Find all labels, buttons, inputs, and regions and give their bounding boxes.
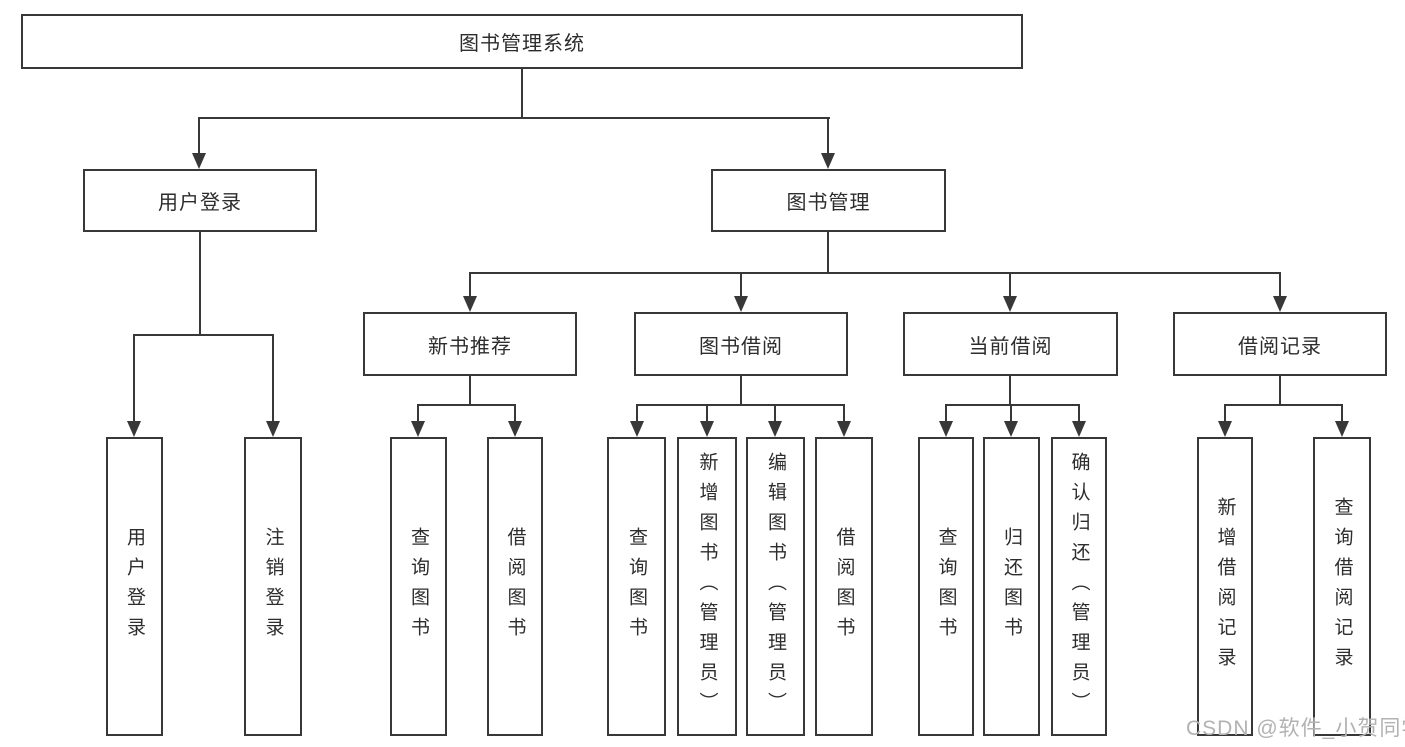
- arrow-to-query-books-a: [411, 421, 425, 437]
- connector-to-borrow-books-b-stem: [843, 404, 845, 421]
- arrow-to-new-books: [463, 296, 477, 312]
- node-current-borrow: 当前借阅: [903, 312, 1118, 376]
- leaf-query-books-b: 查询图书: [607, 437, 666, 736]
- node-user-login: 用户登录: [83, 169, 317, 232]
- connector-root-stem: [521, 69, 523, 118]
- node-book-mgmt-label: 图书管理: [786, 192, 871, 214]
- arrow-to-query-books-b: [630, 421, 644, 437]
- leaf-borrow-books-b: 借阅图书: [815, 437, 873, 736]
- connector-to-borrow-books-a-stem: [514, 404, 516, 421]
- csdn-watermark: CSDN @软件_小贺同学: [1186, 717, 1405, 740]
- node-borrow-records-label: 借阅记录: [1238, 335, 1322, 358]
- arrow-to-borrow-records: [1273, 296, 1287, 312]
- connector-to-current-borrow-stem: [1009, 272, 1011, 296]
- leaf-borrow-books-b-label: 借阅图书: [833, 526, 855, 647]
- node-new-books: 新书推荐: [363, 312, 577, 376]
- leaf-query-books-c-label: 查询图书: [935, 526, 957, 647]
- connector-to-query-record-stem: [1341, 404, 1343, 421]
- connector-to-book-borrow-stem: [740, 272, 742, 296]
- leaf-borrow-books-a: 借阅图书: [487, 437, 543, 736]
- arrow-to-login-leaf: [127, 421, 141, 437]
- connector-book-mgmt-split: [469, 272, 1281, 274]
- arrow-to-book-mgmt: [821, 153, 835, 169]
- connector-borrow-records-split: [1224, 404, 1343, 406]
- arrow-to-logout-leaf: [266, 421, 280, 437]
- arrow-to-book-borrow: [734, 296, 748, 312]
- connector-to-borrow-records-stem: [1279, 272, 1281, 296]
- arrow-to-user-login: [192, 153, 206, 169]
- leaf-query-books-a: 查询图书: [390, 437, 447, 736]
- connector-to-add-book-stem: [706, 404, 708, 421]
- connector-to-user-login-stem: [198, 117, 200, 154]
- leaf-edit-book: 编辑图书（管理员）: [746, 437, 805, 736]
- connector-borrow-records-stem: [1279, 376, 1281, 406]
- connector-new-books-split: [417, 404, 516, 406]
- leaf-confirm-return: 确认归还（管理员）: [1051, 437, 1107, 736]
- connector-current-borrow-stem: [1009, 376, 1011, 406]
- connector-current-borrow-split: [945, 404, 1080, 406]
- connector-user-login-split: [133, 334, 274, 336]
- node-user-login-label: 用户登录: [158, 192, 242, 214]
- connector-to-logout-leaf-stem: [272, 334, 274, 421]
- leaf-add-borrow-record: 新增借阅记录: [1197, 437, 1253, 736]
- leaf-add-book-label: 新增图书（管理员）: [696, 451, 718, 722]
- leaf-query-books-b-label: 查询图书: [626, 526, 647, 647]
- connector-book-mgmt-stem: [827, 232, 829, 274]
- connector-to-query-books-a-stem: [417, 404, 419, 421]
- leaf-confirm-return-label: 确认归还（管理员）: [1068, 451, 1090, 722]
- leaf-return-book: 归还图书: [983, 437, 1040, 736]
- arrow-to-edit-book: [768, 421, 782, 437]
- connector-root-split: [198, 117, 830, 119]
- node-new-books-label: 新书推荐: [428, 335, 512, 358]
- connector-to-add-record-stem: [1224, 404, 1226, 421]
- connector-to-query-books-b-stem: [636, 404, 638, 421]
- node-root-label: 图书管理系统: [459, 33, 585, 55]
- leaf-query-books-c: 查询图书: [918, 437, 974, 736]
- leaf-return-book-label: 归还图书: [1001, 526, 1022, 647]
- node-book-borrow-label: 图书借阅: [699, 335, 783, 358]
- connector-to-login-leaf-stem: [133, 334, 135, 421]
- connector-to-edit-book-stem: [774, 404, 776, 421]
- node-book-mgmt: 图书管理: [711, 169, 946, 232]
- leaf-logout: 注销登录: [244, 437, 302, 736]
- arrow-to-add-book: [700, 421, 714, 437]
- leaf-query-borrow-record: 查询借阅记录: [1313, 437, 1371, 736]
- arrow-to-borrow-books-b: [837, 421, 851, 437]
- connector-book-borrow-stem: [740, 376, 742, 406]
- connector-to-return-book-stem: [1010, 404, 1012, 421]
- connector-to-book-mgmt-stem: [827, 117, 829, 154]
- connector-book-borrow-split: [636, 404, 844, 406]
- connector-to-query-books-c-stem: [945, 404, 947, 421]
- leaf-query-borrow-record-label: 查询借阅记录: [1331, 496, 1353, 677]
- arrow-to-query-record: [1335, 421, 1349, 437]
- arrow-to-query-books-c: [939, 421, 953, 437]
- arrow-to-borrow-books-a: [508, 421, 522, 437]
- leaf-user-login-label: 用户登录: [124, 526, 145, 647]
- node-current-borrow-label: 当前借阅: [968, 335, 1053, 358]
- arrow-to-add-record: [1218, 421, 1232, 437]
- leaf-query-books-a-label: 查询图书: [408, 526, 429, 647]
- connector-to-confirm-return-stem: [1078, 404, 1080, 421]
- leaf-borrow-books-a-label: 借阅图书: [504, 526, 526, 647]
- leaf-add-book: 新增图书（管理员）: [677, 437, 737, 736]
- leaf-edit-book-label: 编辑图书（管理员）: [765, 451, 786, 722]
- arrow-to-return-book: [1004, 421, 1018, 437]
- connector-new-books-stem: [469, 376, 471, 406]
- leaf-add-borrow-record-label: 新增借阅记录: [1214, 496, 1236, 677]
- arrow-to-current-borrow: [1003, 296, 1017, 312]
- connector-to-new-books-stem: [469, 272, 471, 296]
- leaf-user-login: 用户登录: [106, 437, 163, 736]
- connector-user-login-stem: [199, 232, 201, 336]
- arrow-to-confirm-return: [1072, 421, 1086, 437]
- node-book-borrow: 图书借阅: [634, 312, 848, 376]
- leaf-logout-label: 注销登录: [262, 526, 284, 647]
- node-borrow-records: 借阅记录: [1173, 312, 1387, 376]
- node-root-library-system: 图书管理系统: [21, 14, 1023, 69]
